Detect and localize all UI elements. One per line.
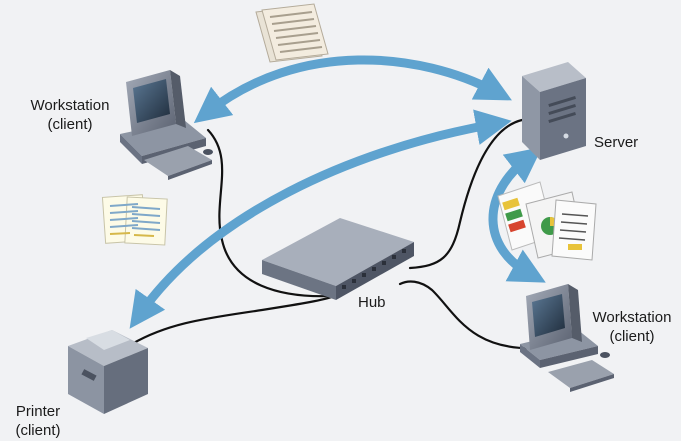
- printer-label: Printer (client): [15, 403, 61, 439]
- report-icon: [497, 181, 597, 261]
- arrow-server-printer: [129, 109, 512, 329]
- server-label: Server: [594, 134, 639, 151]
- workstation-left-label: Workstation (client): [30, 97, 110, 133]
- workstation-icon: [120, 70, 213, 180]
- data-flow-arrows: [129, 55, 546, 329]
- arrow-workstation-server: [193, 55, 512, 124]
- cable-right-workstation-hub: [398, 280, 542, 350]
- printer-icon: [68, 330, 148, 414]
- document-icon: [255, 3, 329, 63]
- arrow-server-workstation: [488, 147, 546, 283]
- workstation-right-label: Workstation (client): [592, 309, 672, 345]
- server-icon: [522, 62, 586, 160]
- hub-label: Hub: [358, 294, 386, 311]
- workstation-icon: [520, 284, 614, 392]
- spreadsheet-icon: [101, 194, 168, 246]
- hub-icon: [262, 218, 414, 300]
- cable-printer-hub: [130, 294, 336, 346]
